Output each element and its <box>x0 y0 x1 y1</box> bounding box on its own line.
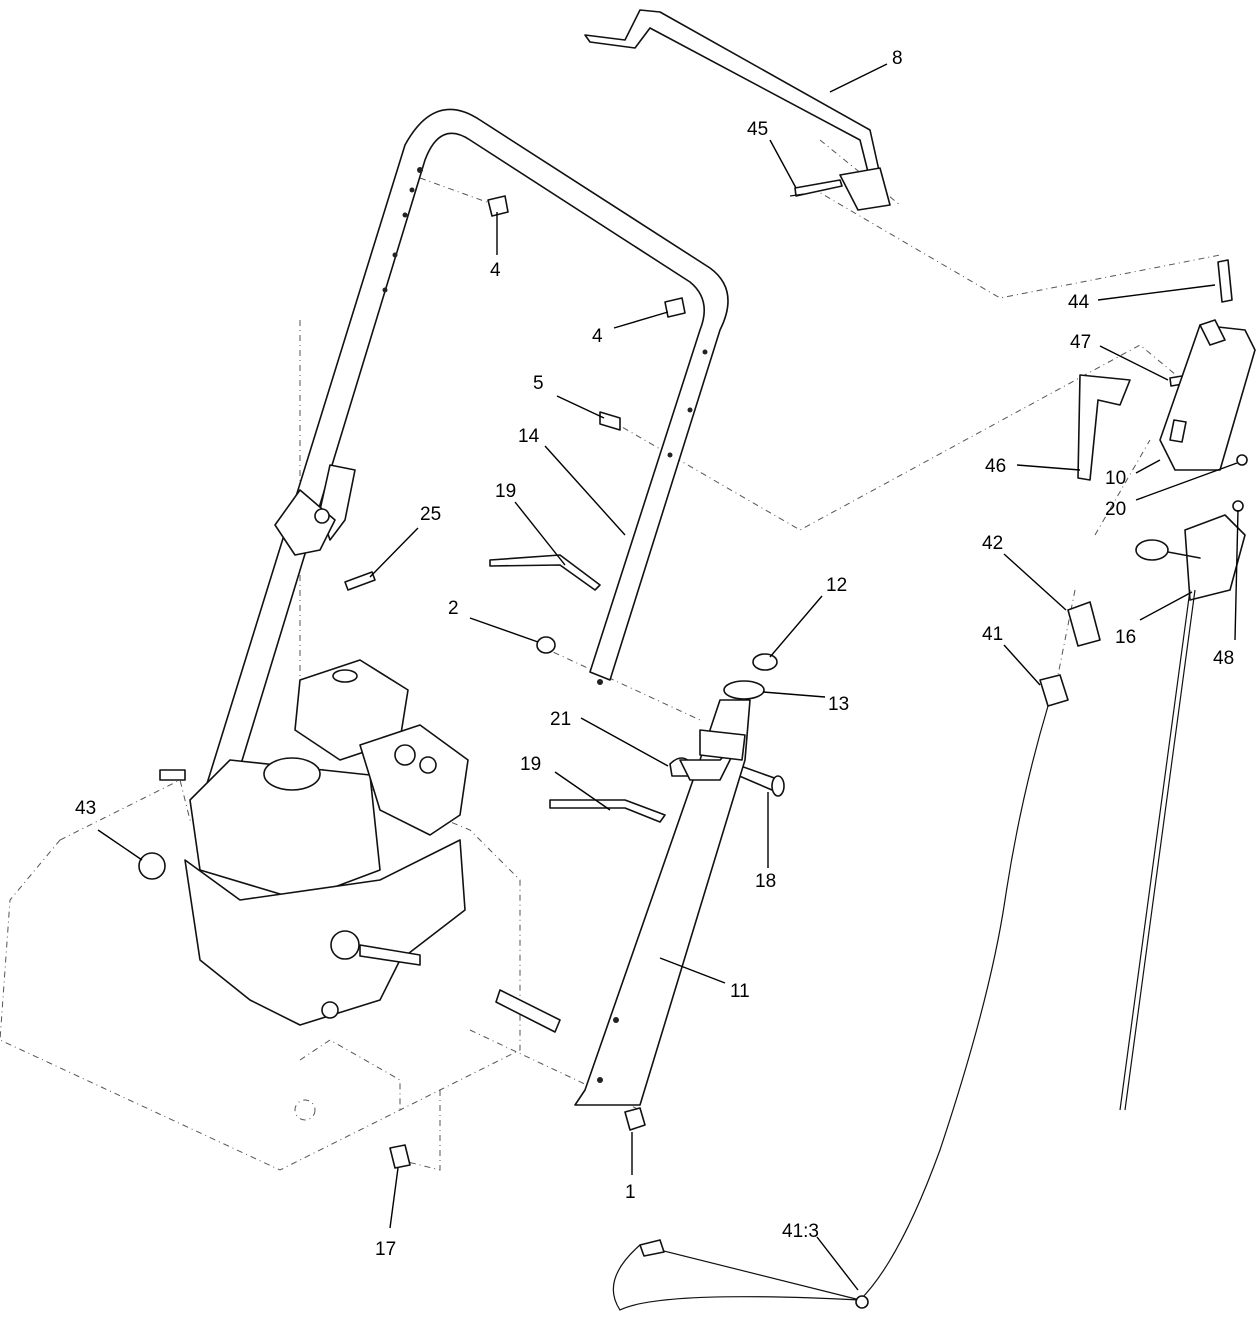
callout-42: 42 <box>982 533 1003 554</box>
callout-20: 20 <box>1105 499 1126 520</box>
callout-1: 1 <box>625 1182 636 1203</box>
cable-ties <box>489 554 666 823</box>
callout-19-upper: 19 <box>495 481 516 502</box>
callout-5: 5 <box>533 373 544 394</box>
hardware <box>138 193 1248 1169</box>
callout-47: 47 <box>1070 332 1091 353</box>
callout-43: 43 <box>75 798 96 819</box>
callout-4-top: 4 <box>490 260 501 281</box>
callout-16: 16 <box>1115 627 1136 648</box>
engine-assembly <box>184 659 469 1026</box>
control-bracket <box>1077 319 1256 481</box>
callout-10: 10 <box>1105 468 1126 489</box>
throttle-control <box>1119 514 1246 1111</box>
callout-41: 41 <box>982 624 1003 645</box>
callout-13: 13 <box>828 694 849 715</box>
wire-harness <box>612 601 1101 1311</box>
callout-44: 44 <box>1068 292 1090 313</box>
callout-18: 18 <box>755 871 776 892</box>
callout-labels: 8 45 4 4 44 47 5 14 46 10 20 19 25 42 12… <box>75 48 1234 1260</box>
callout-45: 45 <box>747 119 768 140</box>
axle-shafts <box>159 769 561 1033</box>
upper-handle <box>204 108 729 801</box>
lower-handle <box>574 699 751 1106</box>
leader-lines <box>97 63 1239 1291</box>
callout-17: 17 <box>375 1239 396 1260</box>
callout-25: 25 <box>420 504 441 525</box>
callout-4-right: 4 <box>592 326 603 347</box>
assembly-guide-lines <box>419 139 1221 721</box>
callout-8: 8 <box>892 48 903 69</box>
callout-46: 46 <box>985 456 1006 477</box>
callout-48: 48 <box>1213 648 1234 669</box>
callout-19-lower: 19 <box>520 754 541 775</box>
callout-11: 11 <box>730 981 750 1002</box>
control-bail <box>584 9 891 211</box>
callout-14: 14 <box>518 426 540 447</box>
callout-12: 12 <box>826 575 847 596</box>
callout-21: 21 <box>550 709 571 730</box>
callout-2: 2 <box>448 598 459 619</box>
callout-41-3: 41:3 <box>782 1221 819 1242</box>
